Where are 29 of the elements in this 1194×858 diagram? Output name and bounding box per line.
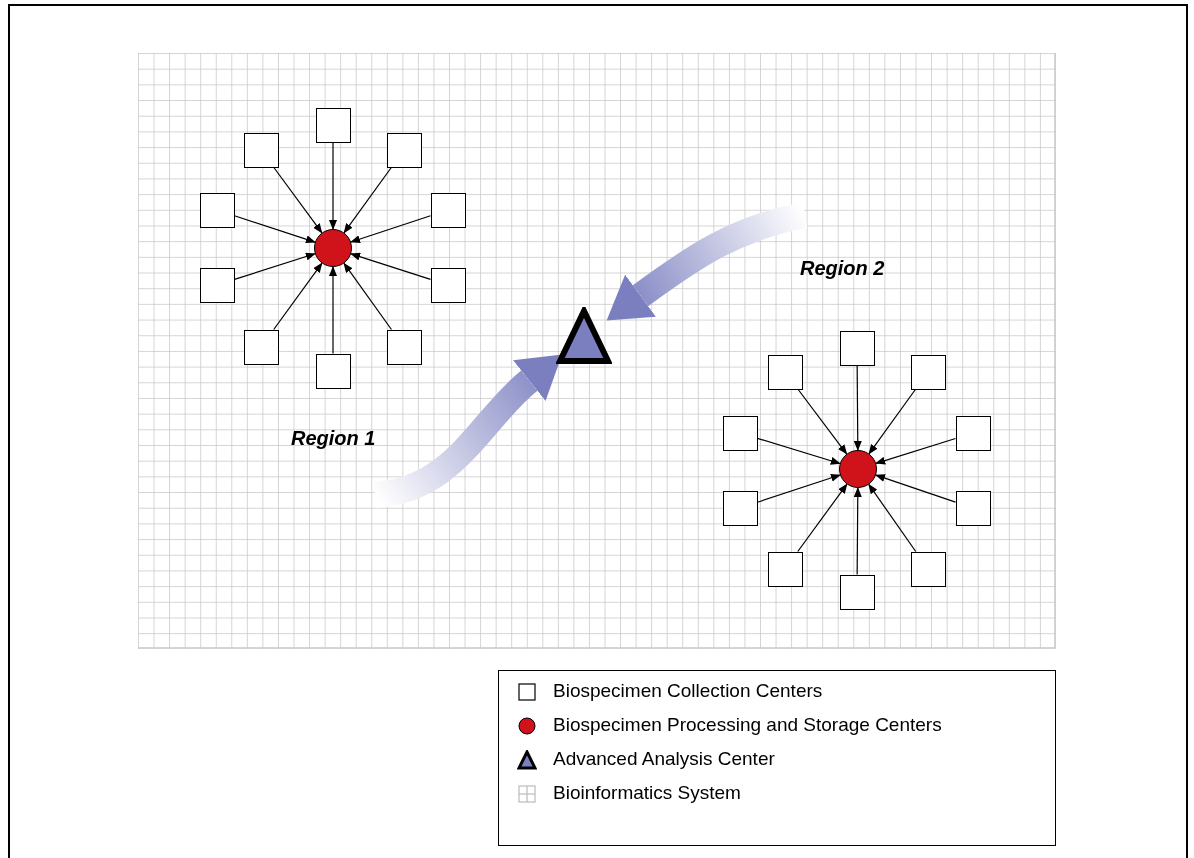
arrow <box>329 266 337 355</box>
arrow <box>868 388 916 455</box>
region-label: Region 2 <box>800 256 885 281</box>
arrow <box>797 388 848 455</box>
arrow <box>343 166 392 234</box>
curved-arrow <box>373 352 561 508</box>
arrow <box>350 215 432 243</box>
legend-text: Advanced Analysis Center <box>553 747 775 772</box>
arrow <box>868 483 917 553</box>
arrow <box>875 437 957 465</box>
arrow <box>756 474 841 503</box>
arrow <box>350 252 432 280</box>
arrow <box>343 262 393 331</box>
arrow <box>853 487 862 576</box>
arrow <box>233 252 316 281</box>
region-label: Region 1 <box>291 426 376 451</box>
arrow <box>853 364 862 451</box>
curved-arrow <box>606 202 808 321</box>
arrow <box>329 141 337 230</box>
legend-text: Biospecimen Collection Centers <box>553 679 823 704</box>
legend-text: Bioinformatics System <box>553 781 741 806</box>
legend-text: Biospecimen Processing and Storage Centers <box>553 713 942 738</box>
arrow <box>756 437 841 465</box>
arrow <box>797 483 848 553</box>
arrow <box>875 474 957 503</box>
arrow <box>273 166 323 234</box>
analysis-center-triangle <box>556 307 612 365</box>
arrow <box>233 215 316 244</box>
arrow <box>273 262 323 331</box>
